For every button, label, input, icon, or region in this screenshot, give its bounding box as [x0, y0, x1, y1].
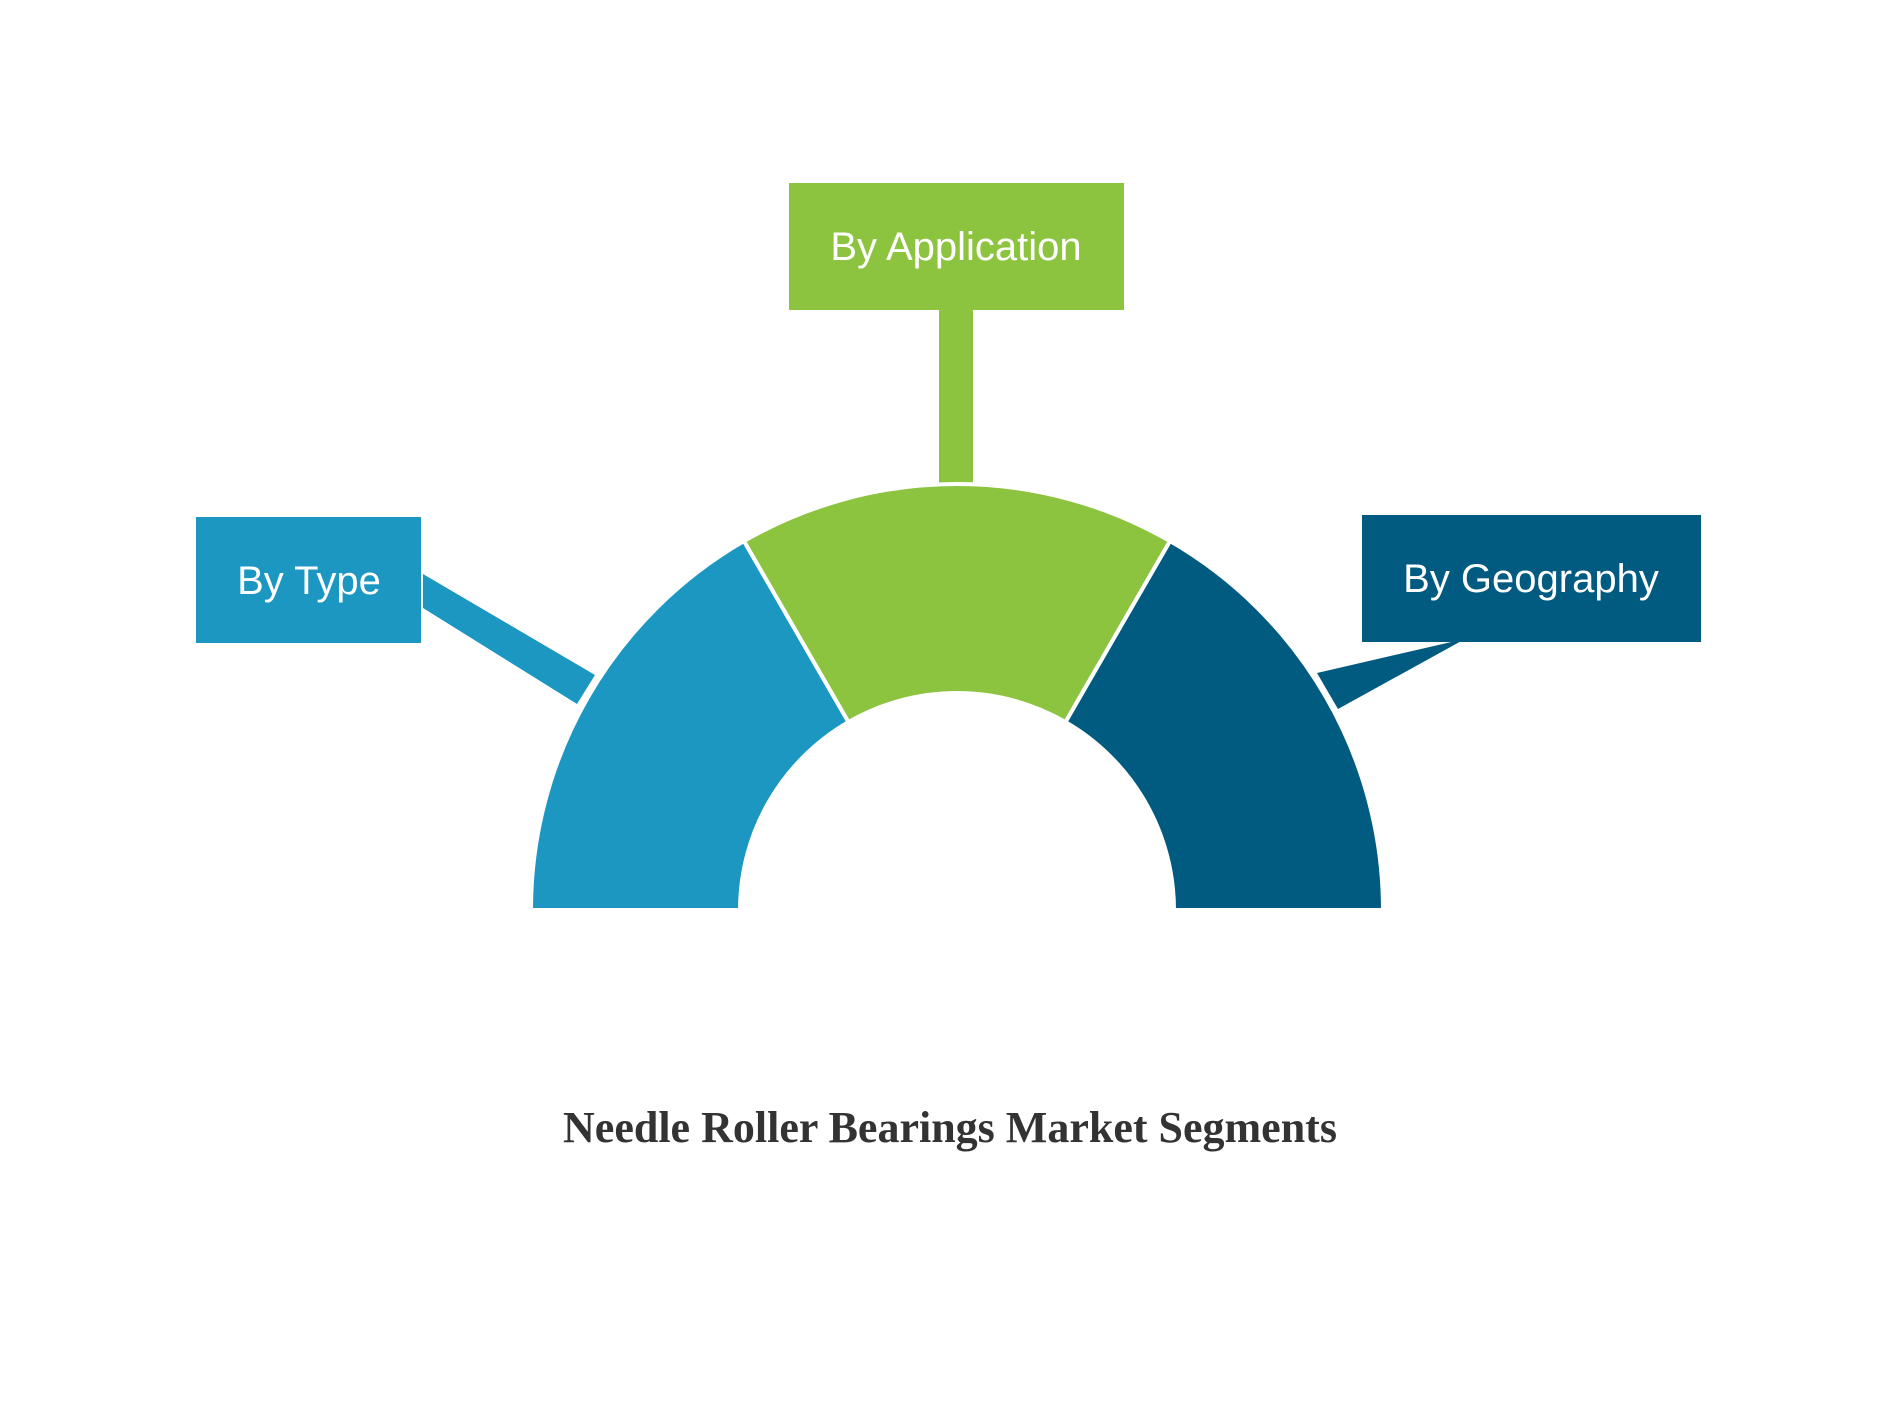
- type-label: By Type: [237, 559, 381, 603]
- application-connector: [939, 308, 973, 484]
- geography-label-box: By Geography: [1362, 515, 1701, 642]
- segment-geography-arc: [1062, 538, 1386, 912]
- application-label-box: By Application: [789, 183, 1124, 310]
- type-connector: [423, 574, 595, 704]
- geography-label: By Geography: [1403, 557, 1659, 601]
- geography-connector: [1317, 630, 1474, 709]
- segment-type-arc: [528, 538, 852, 912]
- segment-application-arc: [741, 482, 1173, 725]
- type-label-box: By Type: [196, 517, 421, 643]
- application-label: By Application: [830, 225, 1081, 269]
- diagram-caption: Needle Roller Bearings Market Segments: [563, 1103, 1337, 1152]
